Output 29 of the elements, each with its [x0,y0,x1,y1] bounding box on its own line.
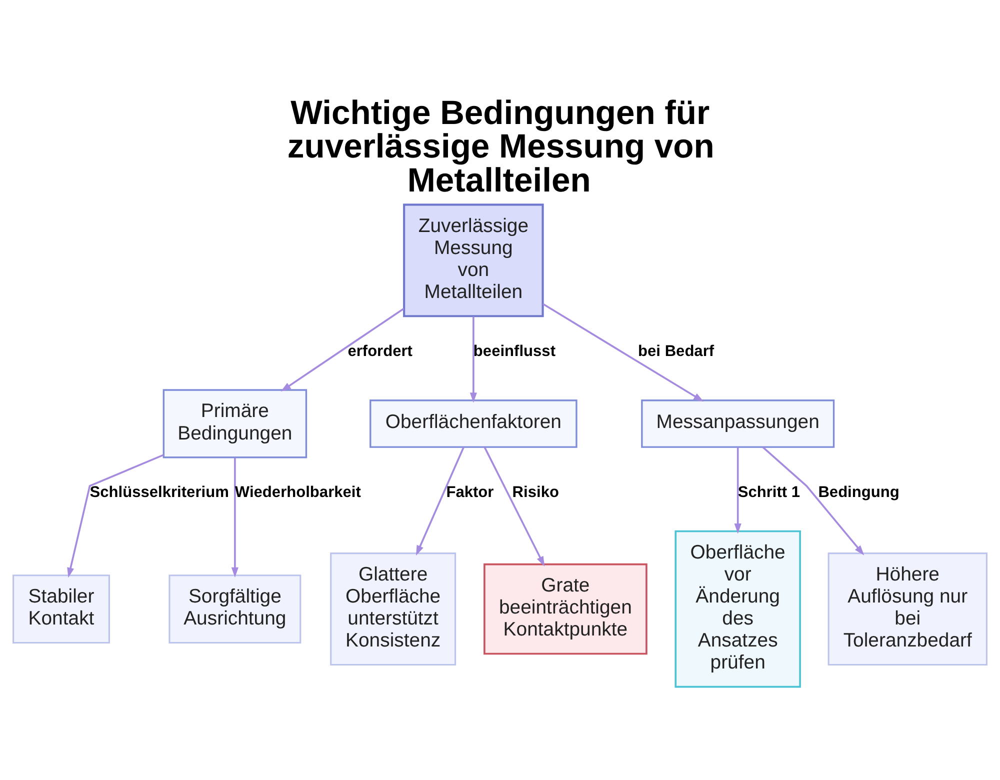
edge-label: erfordert [348,342,412,360]
edge-label: Bedingung [818,484,900,502]
arrow [734,447,742,534]
edge-label: Risiko [512,484,559,502]
edge-label: Faktor [446,484,494,502]
arrow [67,454,164,578]
node-box: Primäre Bedingungen [162,389,308,458]
arrow [484,446,545,566]
edge-label: Wiederholbarkeit [234,484,361,502]
edge-label: Schritt 1 [738,484,800,502]
arrow [762,446,864,556]
node-box: Grate beeinträchtigen Kontaktpunkte [484,563,648,655]
edge-label: beeinflusst [473,342,556,360]
node-box: Messanpassungen [641,400,835,448]
diagram-title: Wichtige Bedingungen für zuverlässige Messung von Metallteilen [287,95,714,200]
arrow [231,458,238,578]
node-box: Stabiler Kontakt [12,574,110,644]
node-box: Höhere Auflösung nur bei Toleranzbedarf [828,552,988,666]
node-box: Glattere Oberfläche unterstützt Konsistenz [330,552,456,666]
node-box: Zuverlässige Messung von Metallteilen [403,204,544,318]
edge-label: Schlüsselkriterium [90,484,229,502]
arrow [542,303,704,402]
arrow [470,316,477,403]
edge-label: bei Bedarf [638,342,714,360]
arrow [416,446,465,556]
node-box: Oberfläche vor Änderung des Ansatzes prüfen [674,530,801,688]
node-box: Oberflächenfaktoren [370,400,578,448]
arrow [280,308,404,392]
node-box: Sorgfältige Ausrichtung [168,574,302,644]
